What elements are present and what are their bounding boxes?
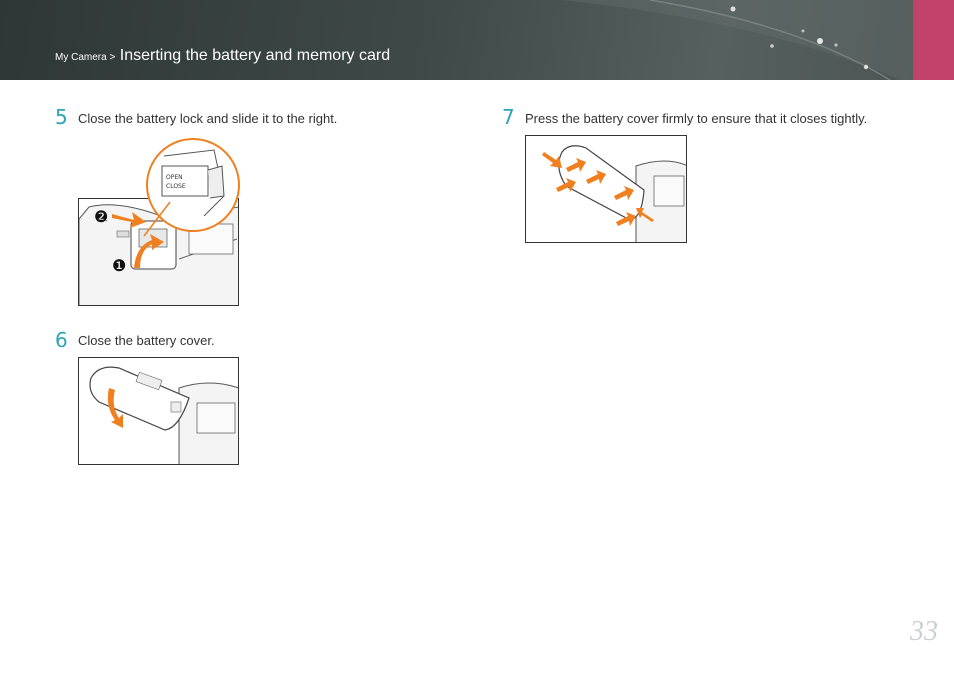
slide-arrow-icon: [112, 212, 146, 228]
step-7-text: Press the battery cover firmly to ensure…: [525, 111, 868, 126]
page-header: My Camera > Inserting the battery and me…: [0, 0, 954, 80]
page-number: 33: [910, 616, 938, 647]
lock-label-open: OPEN: [166, 174, 183, 181]
battery-cover-closing-illustration: [89, 366, 238, 464]
callout-connector: [143, 201, 171, 237]
step-6-text: Close the battery cover.: [78, 333, 215, 348]
press-arrows-icon: [542, 152, 654, 226]
header-accent-tab: [913, 0, 954, 80]
lock-label-close: CLOSE: [166, 183, 186, 190]
callout-2: ❷: [94, 209, 109, 226]
step-7-number: 7: [502, 105, 515, 129]
rotate-arrow-icon: [134, 234, 164, 268]
step-6-number: 6: [55, 328, 68, 352]
header-decoration: [560, 0, 954, 80]
breadcrumb-parent[interactable]: My Camera >: [55, 52, 116, 63]
breadcrumb-current: Inserting the battery and memory card: [119, 47, 391, 64]
step-5-number: 5: [55, 105, 68, 129]
step-5-text: Close the battery lock and slide it to t…: [78, 111, 338, 126]
close-arrow-icon: [107, 388, 123, 428]
callout-1: ❶: [112, 258, 127, 275]
step-6-figure: [78, 357, 239, 465]
magnified-lock-circle: OPEN CLOSE: [146, 138, 240, 232]
step-7-figure: [525, 135, 687, 243]
battery-cover-press-illustration: [542, 145, 686, 242]
breadcrumb: My Camera > Inserting the battery and me…: [55, 47, 390, 65]
